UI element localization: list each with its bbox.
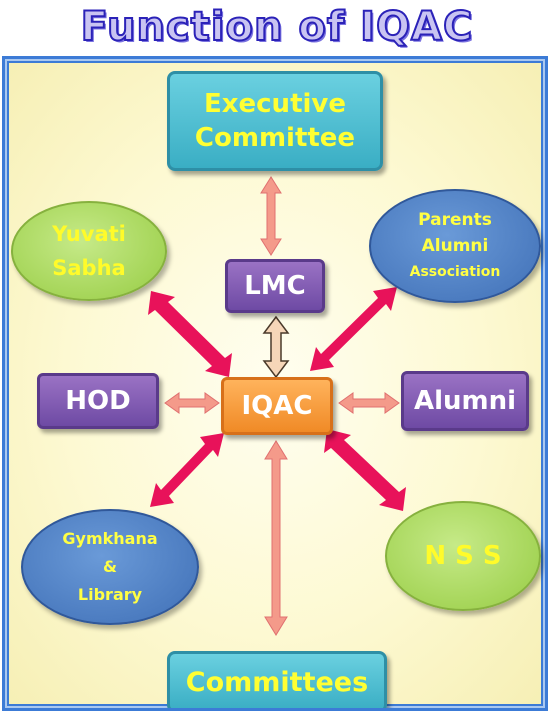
arrow-nss-iqac	[324, 429, 406, 511]
iqac-label: IQAC	[241, 391, 313, 421]
nss-ellipse: N S S	[385, 501, 541, 611]
parents-label-line1: Parents	[418, 210, 492, 230]
lmc-box: LMC	[225, 259, 325, 313]
executive-label-line1: Executive	[203, 89, 346, 119]
gymkhana-label-line1: Gymkhana	[62, 529, 158, 548]
diagram-title: Function of IQAC	[80, 3, 474, 51]
arrow-yuvati-iqac	[148, 291, 232, 377]
gymkhana-label-line3: Library	[77, 585, 143, 604]
hod-label: HOD	[65, 386, 131, 416]
gymkhana-library-ellipse: Gymkhana & Library	[21, 509, 199, 625]
hod-box: HOD	[37, 373, 159, 429]
committees-box: Committees	[167, 651, 387, 708]
committees-label: Committees	[185, 666, 369, 698]
executive-label-line2: Committee	[194, 123, 356, 153]
arrow-gymkhana-iqac	[150, 433, 224, 507]
alumni-label: Alumni	[413, 386, 517, 416]
alumni-box: Alumni	[401, 371, 529, 431]
arrow-hod-iqac	[164, 392, 220, 414]
iqac-box: IQAC	[221, 377, 333, 435]
arrow-lmc-iqac	[262, 315, 290, 379]
diagram-frame: Executive Committee LMC IQAC HOD Alumni …	[2, 56, 548, 711]
lmc-label: LMC	[244, 271, 306, 301]
connector-arrows	[148, 176, 406, 636]
parents-alumni-association-ellipse: Parents Alumni Association	[369, 189, 541, 303]
yuvati-label-line1: Yuvati	[52, 222, 126, 246]
yuvati-sabha-ellipse: Yuvati Sabha	[11, 201, 167, 301]
arrow-parents-iqac	[310, 287, 397, 371]
gymkhana-label-line2: &	[103, 557, 117, 576]
nss-label: N S S	[424, 541, 502, 571]
parents-label-line2: Alumni	[421, 236, 489, 256]
arrow-executive-lmc	[260, 176, 282, 256]
arrow-iqac-alumni	[338, 392, 400, 414]
parents-label-line3: Association	[409, 264, 501, 280]
arrow-iqac-committees	[264, 440, 288, 636]
yuvati-label-line2: Sabha	[52, 256, 126, 280]
executive-committee-box: Executive Committee	[167, 71, 383, 171]
